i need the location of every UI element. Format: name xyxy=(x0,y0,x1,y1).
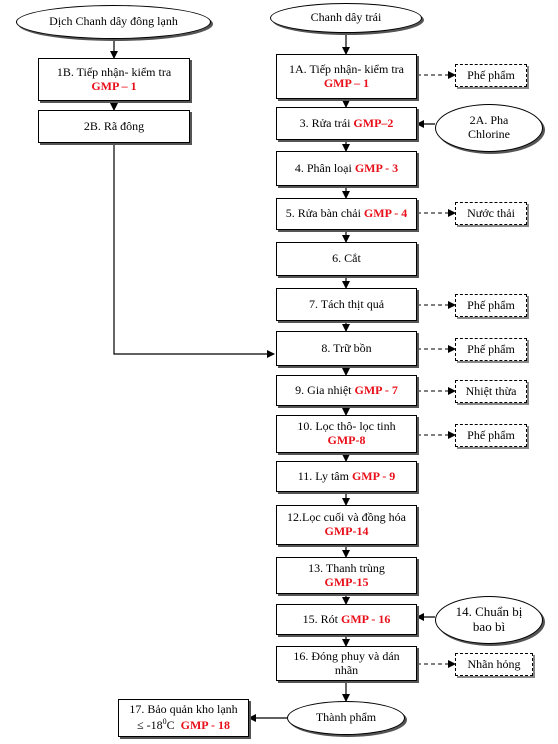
step-2b-label: 2B. Rã đông xyxy=(83,118,145,133)
step-1b-gmp: GMP – 1 xyxy=(91,78,137,93)
step-17-temp: ≤ -180C GMP - 18 xyxy=(137,717,230,733)
step-1b: 1B. Tiếp nhận- kiểm tra GMP – 1 xyxy=(38,58,190,101)
step-5: 5. Rửa bàn chải GMP - 4 xyxy=(276,198,417,230)
step-13: 13. Thanh trùng GMP-15 xyxy=(276,557,417,594)
step-11: 11. Ly tâm GMP - 9 xyxy=(276,461,417,492)
step-12-label: 12.Lọc cuối và đồng hóa xyxy=(287,510,406,525)
output-1a-waste: Phế phẩm xyxy=(455,64,527,87)
output-5-wastewater: Nước thải xyxy=(455,202,527,225)
step-17-temp-sup: 0 xyxy=(162,717,167,726)
step-7: 7. Tách thịt quả xyxy=(276,288,417,321)
start-left-oval: Dịch Chanh dây đông lạnh xyxy=(16,5,211,39)
step-10-label: 10. Lọc thô- lọc tinh xyxy=(297,419,396,434)
step-15-gmp: GMP - 16 xyxy=(341,611,391,626)
output-7-waste-label: Phế phẩm xyxy=(467,298,515,312)
step-3-gmp: GMP–2 xyxy=(353,115,394,130)
step-10-gmp: GMP-8 xyxy=(327,433,366,447)
output-5-wastewater-label: Nước thải xyxy=(467,206,515,220)
step-12-gmp: GMP-14 xyxy=(324,524,369,538)
arrow-2b-to-8 xyxy=(113,143,275,358)
output-7-waste: Phế phẩm xyxy=(455,294,527,317)
step-2b: 2B. Rã đông xyxy=(38,110,190,143)
step-1a: 1A. Tiếp nhận- kiểm tra GMP – 1 xyxy=(276,54,417,99)
step-17-label: 17. Bảo quản kho lạnh xyxy=(129,702,238,717)
output-9-heat: Nhiệt thừa xyxy=(455,380,527,403)
step-4-label: 4. Phân loại xyxy=(294,160,352,175)
output-10-waste-label: Phế phẩm xyxy=(467,428,515,442)
step-9-gmp: GMP - 7 xyxy=(354,382,398,397)
side-2a-oval: 2A. Pha Chlorine xyxy=(435,104,543,152)
output-9-heat-label: Nhiệt thừa xyxy=(465,384,517,398)
step-17: 17. Bảo quản kho lạnh ≤ -180C GMP - 18 xyxy=(118,699,249,737)
step-3: 3. Rửa trái GMP–2 xyxy=(276,107,417,140)
step-13-gmp: GMP-15 xyxy=(324,574,369,589)
step-9-label: 9. Gia nhiệt xyxy=(295,382,352,397)
step-8-label: 8. Trữ bồn xyxy=(321,340,372,355)
step-17-temp-unit: C xyxy=(166,718,175,732)
output-8-waste: Phế phẩm xyxy=(455,338,527,361)
step-6-label: 6. Cắt xyxy=(332,251,361,266)
step-6: 6. Cắt xyxy=(276,242,417,276)
output-16-labels: Nhãn hỏng xyxy=(455,653,533,676)
step-4: 4. Phân loại GMP - 3 xyxy=(276,151,417,186)
step-5-gmp: GMP - 4 xyxy=(363,206,408,221)
step-5-label: 5. Rửa bàn chải xyxy=(285,206,361,221)
step-13-label: 13. Thanh trùng xyxy=(308,560,385,575)
step-1a-label: 1A. Tiếp nhận- kiểm tra xyxy=(289,61,404,76)
step-17-temp-prefix: ≤ -18 xyxy=(137,718,163,732)
start-right-label: Chanh dây trái xyxy=(310,10,382,25)
step-17-gmp: GMP - 18 xyxy=(180,718,230,732)
side-14-oval: 14. Chuẩn bị bao bì xyxy=(435,596,543,644)
finish-oval: Thành phẩm xyxy=(287,701,405,735)
step-10: 10. Lọc thô- lọc tinh GMP-8 xyxy=(276,415,417,453)
output-16-labels-label: Nhãn hỏng xyxy=(467,657,521,671)
step-7-label: 7. Tách thịt quả xyxy=(308,296,385,311)
step-16: 16. Đóng phuy và dán nhãn xyxy=(276,646,417,681)
step-11-label: 11. Ly tâm xyxy=(297,468,349,483)
finish-label: Thành phẩm xyxy=(315,710,377,725)
step-9: 9. Gia nhiệt GMP - 7 xyxy=(276,375,417,406)
step-12: 12.Lọc cuối và đồng hóa GMP-14 xyxy=(276,505,417,545)
step-15-label: 15. Rót xyxy=(302,611,338,626)
step-8: 8. Trữ bồn xyxy=(276,331,417,366)
step-16-label: 16. Đóng phuy và dán nhãn xyxy=(293,648,400,677)
start-right-oval: Chanh dây trái xyxy=(270,3,422,33)
side-2a-label: 2A. Pha Chlorine xyxy=(468,113,510,141)
step-15: 15. Rót GMP - 16 xyxy=(276,604,417,635)
start-left-label: Dịch Chanh dây đông lạnh xyxy=(49,14,178,29)
step-4-gmp: GMP - 3 xyxy=(354,160,399,175)
step-11-gmp: GMP - 9 xyxy=(351,468,396,483)
output-8-waste-label: Phế phẩm xyxy=(467,342,515,356)
step-3-label: 3. Rửa trái xyxy=(299,115,351,130)
output-10-waste: Phế phẩm xyxy=(455,424,527,447)
step-1b-label: 1B. Tiếp nhận- kiểm tra xyxy=(56,64,172,79)
side-14-label: 14. Chuẩn bị bao bì xyxy=(455,604,523,634)
output-1a-waste-label: Phế phẩm xyxy=(467,68,515,82)
step-1a-gmp: GMP – 1 xyxy=(323,75,370,90)
